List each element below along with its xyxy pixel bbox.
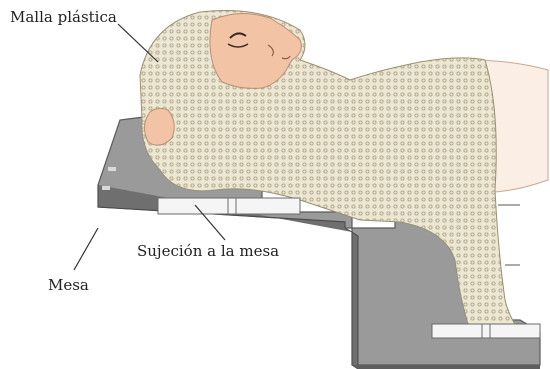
ear-skin bbox=[144, 108, 174, 145]
label-table: Mesa bbox=[48, 278, 89, 293]
label-table-fastener: Sujeción a la mesa bbox=[137, 244, 279, 259]
table-fastener-head bbox=[158, 198, 300, 214]
plastic-mesh bbox=[140, 10, 520, 330]
leader-table bbox=[74, 228, 98, 270]
table-fastener-body bbox=[432, 324, 540, 338]
leader-mesh bbox=[118, 24, 158, 62]
label-plastic-mesh: Malla plástica bbox=[10, 10, 117, 25]
